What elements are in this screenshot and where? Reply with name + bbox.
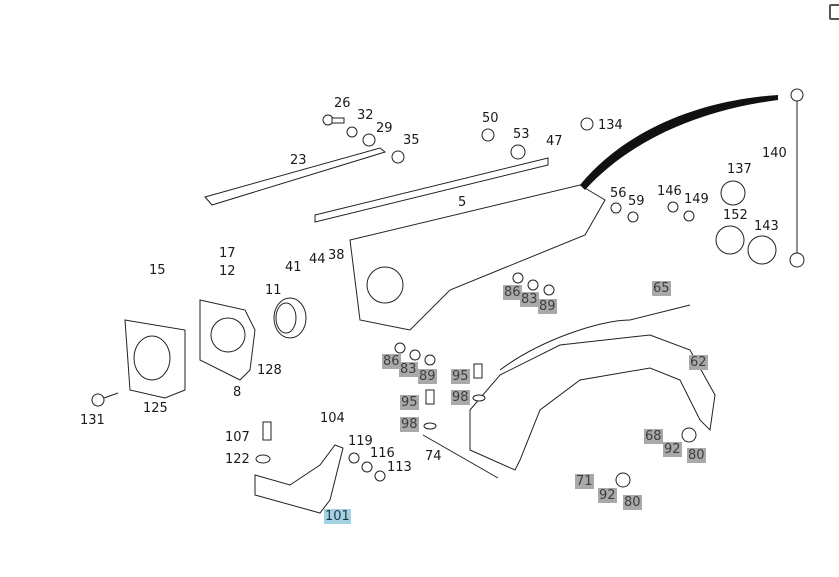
label-17: 17 [219,246,236,261]
part-134-plug [580,117,594,131]
label-80: 80 [687,448,706,463]
label-107: 107 [225,430,250,445]
part-101-mudflap [254,444,344,514]
part-29-washer [362,133,376,147]
part-62-wheel-arch [469,334,716,471]
part-35-nut [391,150,405,164]
part-8-panel [199,299,256,381]
label-38: 38 [328,248,345,263]
part-50-bolt [481,128,495,142]
label-143: 143 [754,219,779,234]
part-125-cover [124,319,186,399]
part-53-washer [510,144,526,160]
label-50: 50 [482,111,499,126]
label-122: 122 [225,452,250,467]
label-12: 12 [219,264,236,279]
label-41: 41 [285,260,302,275]
label-95: 95 [400,395,419,410]
label-26: 26 [334,96,351,111]
label-152: 152 [723,208,748,223]
label-23: 23 [290,153,307,168]
label-89: 89 [418,369,437,384]
label-29: 29 [376,121,393,136]
label-86: 86 [503,285,522,300]
label-137: 137 [727,162,752,177]
label-98: 98 [451,390,470,405]
label-146: 146 [657,184,682,199]
label-92: 92 [663,442,682,457]
label-5: 5 [458,195,467,210]
label-53: 53 [513,127,530,142]
label-116: 116 [370,446,395,461]
label-89: 89 [538,299,557,314]
label-98: 98 [400,417,419,432]
part-11-ring [273,297,307,339]
label-131: 131 [80,413,105,428]
label-62: 62 [689,355,708,370]
label-104: 104 [320,411,345,426]
part-143-plate [747,235,777,265]
label-44: 44 [309,252,326,267]
label-119: 119 [348,434,373,449]
label-83: 83 [520,292,539,307]
part-47-strip [314,157,549,223]
label-140: 140 [762,146,787,161]
corner-icon [829,4,839,20]
part-74-strip [422,434,499,479]
label-56: 56 [610,186,627,201]
label-83: 83 [399,362,418,377]
label-95: 95 [451,369,470,384]
label-71: 71 [575,474,594,489]
label-149: 149 [684,192,709,207]
label-86: 86 [382,354,401,369]
label-8: 8 [233,385,242,400]
label-134: 134 [598,118,623,133]
label-92: 92 [598,488,617,503]
label-32: 32 [357,108,374,123]
label-68: 68 [644,429,663,444]
label-113: 113 [387,460,412,475]
part-5-fender [349,184,606,331]
label-11: 11 [265,283,282,298]
label-101-selected[interactable]: 101 [324,509,351,524]
part-137-cap [720,180,746,206]
label-80: 80 [623,495,642,510]
label-74: 74 [425,449,442,464]
part-32-washer [346,126,358,138]
part-23-bracket [204,147,387,206]
label-59: 59 [628,194,645,209]
label-15: 15 [149,263,166,278]
label-65: 65 [652,281,671,296]
label-125: 125 [143,401,168,416]
label-47: 47 [546,134,563,149]
part-152-plate [715,225,745,255]
label-128: 128 [257,363,282,378]
label-35: 35 [403,133,420,148]
